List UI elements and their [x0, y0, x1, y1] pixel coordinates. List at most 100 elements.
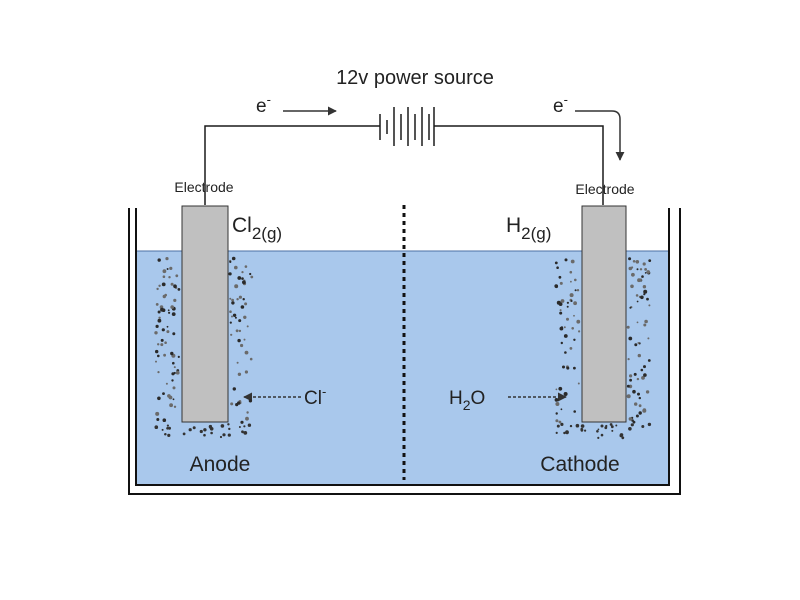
gas-bubble	[626, 384, 630, 388]
gas-bubble	[236, 298, 239, 301]
gas-bubble	[597, 436, 600, 439]
gas-bubble	[237, 338, 241, 343]
gas-bubble	[644, 272, 647, 274]
gas-bubble	[580, 428, 584, 432]
gas-bubble	[569, 270, 573, 274]
gas-bubble	[240, 420, 244, 424]
gas-bubble	[559, 311, 563, 315]
gas-bubble	[169, 403, 174, 408]
water-label: H2O	[449, 388, 485, 413]
gas-bubble	[162, 269, 167, 274]
gas-bubble	[182, 432, 186, 436]
gas-bubble	[636, 300, 639, 303]
gas-bubble	[570, 300, 573, 302]
gas-bubble	[648, 304, 651, 307]
gas-bubble	[177, 288, 181, 291]
gas-bubble	[574, 289, 577, 292]
gas-bubble	[635, 294, 639, 297]
gas-bubble	[634, 402, 638, 406]
gas-bubble	[173, 366, 176, 369]
gas-bubble	[563, 392, 568, 396]
gas-bubble	[580, 424, 585, 428]
gas-bubble	[161, 428, 164, 431]
gas-bubble	[596, 430, 599, 433]
gas-bubble	[647, 337, 650, 340]
gas-bubble	[566, 305, 569, 308]
chlorine-gas-label: Cl2(g)	[232, 214, 282, 243]
gas-bubble	[172, 398, 175, 401]
gas-bubble	[173, 371, 176, 375]
gas-bubble	[621, 436, 625, 440]
gas-bubble	[555, 388, 558, 391]
gas-bubble	[641, 425, 645, 428]
gas-bubble	[641, 275, 644, 278]
gas-bubble	[177, 355, 180, 358]
gas-bubble	[632, 260, 636, 263]
gas-bubble	[161, 308, 166, 313]
gas-bubble	[554, 261, 558, 265]
gas-bubble	[236, 361, 239, 364]
power-source-label: 12v power source	[336, 67, 494, 89]
gas-bubble	[629, 306, 632, 309]
gas-bubble	[631, 419, 634, 422]
gas-bubble	[633, 372, 637, 376]
gas-bubble	[573, 366, 576, 370]
gas-bubble	[244, 265, 248, 268]
gas-bubble	[558, 386, 563, 391]
gas-bubble	[170, 305, 174, 309]
container-inner	[135, 208, 670, 486]
gas-bubble	[220, 424, 225, 428]
gas-bubble	[241, 277, 244, 280]
gas-bubble	[562, 365, 565, 369]
gas-bubble	[161, 328, 165, 332]
gas-bubble	[230, 333, 233, 336]
gas-bubble	[162, 392, 165, 395]
gas-bubble	[154, 425, 159, 430]
gas-bubble	[577, 382, 580, 385]
gas-bubble	[168, 426, 171, 430]
gas-bubble	[227, 433, 231, 437]
gas-bubble	[168, 311, 171, 314]
gas-bubble	[636, 268, 639, 271]
gas-bubble	[238, 295, 242, 299]
gas-bubble	[646, 297, 649, 301]
gas-bubble	[172, 361, 175, 365]
gas-bubble	[642, 408, 647, 412]
electron-arrow-right	[575, 110, 625, 161]
gas-bubble	[173, 284, 177, 289]
gas-bubble	[584, 429, 587, 432]
gas-bubble	[231, 301, 235, 305]
gas-bubble	[565, 431, 569, 435]
gas-bubble	[247, 423, 252, 427]
gas-bubble	[229, 297, 232, 300]
gas-bubble	[227, 423, 230, 426]
gas-bubble	[162, 294, 166, 299]
gas-bubble	[628, 336, 633, 341]
gas-bubble	[172, 332, 176, 336]
gas-bubble	[571, 327, 574, 330]
gas-bubble	[173, 298, 177, 302]
gas-bubble	[600, 424, 604, 428]
gas-bubble	[597, 428, 600, 431]
electron-label-right: e-	[553, 92, 568, 117]
gas-bubble	[234, 316, 237, 319]
hydrogen-gas-label: H2(g)	[506, 214, 551, 243]
gas-bubble	[244, 350, 249, 355]
gas-bubble	[199, 429, 203, 434]
gas-bubble	[157, 371, 160, 374]
gas-bubble	[642, 285, 647, 289]
gas-bubble	[626, 325, 630, 329]
gas-bubble	[645, 390, 650, 394]
gas-bubble	[154, 331, 158, 335]
gas-bubble	[575, 423, 580, 428]
gas-bubble	[166, 330, 170, 334]
gas-bubble	[554, 284, 558, 288]
gas-bubble	[555, 412, 558, 415]
gas-bubble	[646, 270, 650, 274]
gas-bubble	[638, 396, 641, 400]
gas-bubble	[639, 278, 643, 282]
gas-bubble	[230, 402, 234, 406]
gas-bubble	[563, 431, 566, 435]
gas-bubble	[569, 293, 574, 298]
gas-bubble	[238, 426, 241, 428]
